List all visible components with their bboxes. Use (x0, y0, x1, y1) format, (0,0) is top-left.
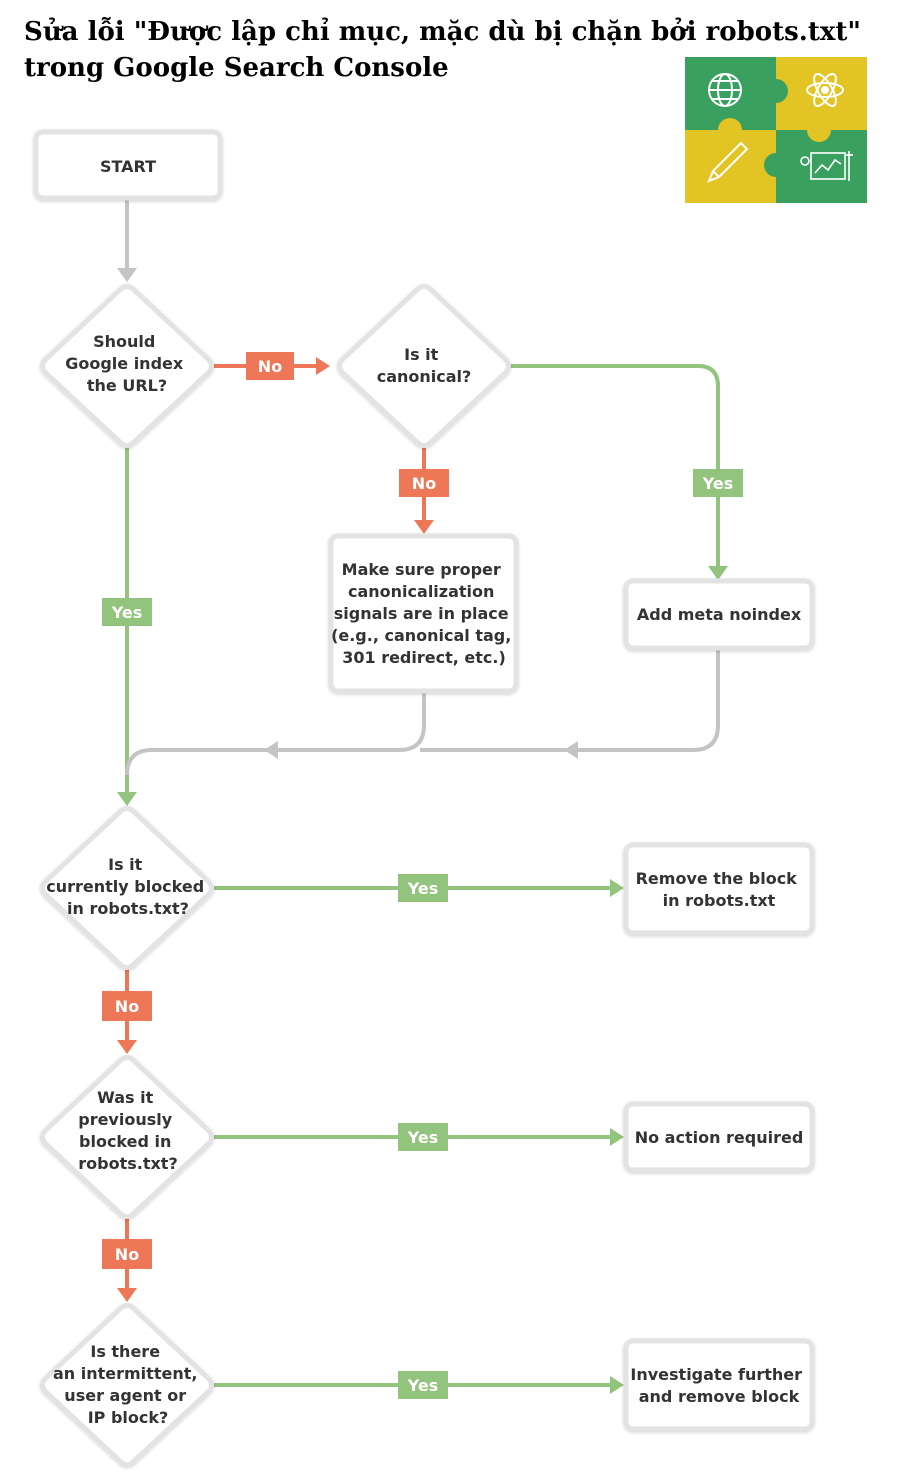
label-yes-intermittent: Yes (398, 1371, 448, 1399)
decision-is-canonical: Is it canonical? (337, 284, 511, 448)
decision-is-canonical-text: Is it canonical? (377, 345, 472, 386)
label-yes-blocked: Yes (398, 874, 448, 902)
action-meta-noindex: Add meta noindex (623, 578, 815, 651)
action-investigate-line: and remove block (639, 1387, 800, 1406)
action-remove-block-line: in robots.txt (663, 891, 776, 910)
label-no-index: No (246, 352, 294, 380)
decision-currently-blocked-line: in robots.txt? (67, 899, 189, 918)
decision-intermittent-block-line: an intermittent, (53, 1364, 197, 1383)
action-canonicalization-line: Make sure proper (342, 560, 501, 579)
decision-currently-blocked: Is it currently blocked in robots.txt? (40, 806, 214, 970)
arrowhead-canonical-no (414, 520, 434, 534)
decision-intermittent-block: Is there an intermittent, user agent or … (40, 1303, 214, 1467)
start-node-line: START (100, 157, 156, 176)
decision-is-canonical-line: Is it (404, 345, 439, 364)
action-meta-noindex-text: Add meta noindex (637, 605, 802, 624)
action-canonicalization-line: 301 redirect, etc.) (342, 648, 506, 667)
decision-should-index-line: Should (93, 332, 155, 351)
decision-previously-blocked: Was it previously blocked in robots.txt? (40, 1055, 214, 1219)
label-no-index-text: No (258, 357, 282, 376)
decision-currently-blocked-line: Is it (108, 855, 143, 874)
label-no-blocked-text: No (115, 997, 139, 1016)
action-investigate-text: Investigate further and remove block (630, 1365, 807, 1406)
decision-should-index-text: Should Google index the URL? (65, 332, 189, 395)
arrowhead-canonical-yes (708, 566, 728, 580)
chart-tools-icon (800, 151, 853, 181)
label-yes-intermittent-text: Yes (407, 1376, 439, 1395)
label-no-canonical: No (399, 469, 449, 497)
puzzle-illustration (685, 57, 867, 203)
action-no-action: No action required (623, 1101, 815, 1173)
arrowhead-index-no (316, 357, 330, 375)
label-yes-canonical-text: Yes (702, 474, 734, 493)
atom-icon (806, 73, 844, 107)
decision-intermittent-block-line: IP block? (88, 1408, 169, 1427)
puzzle-piece-green-top (685, 57, 776, 130)
decision-previously-blocked-text: Was it previously blocked in robots.txt? (78, 1088, 178, 1173)
connector-canonicalize-merge (125, 688, 426, 776)
action-investigate-line: Investigate further (630, 1365, 802, 1384)
arrowhead-index-yes (117, 792, 137, 806)
action-no-action-text: No action required (635, 1128, 804, 1147)
label-no-previous-text: No (115, 1245, 139, 1264)
action-canonicalization-text: Make sure proper canonicalization signal… (331, 560, 517, 667)
arrowheads (117, 268, 728, 1394)
start-node-text: START (100, 157, 156, 176)
arrowhead-start (117, 268, 137, 282)
action-remove-block-line: Remove the block (636, 869, 798, 888)
connector-canonical-yes (509, 364, 720, 568)
pencil-icon (707, 141, 749, 183)
label-no-blocked: No (102, 991, 152, 1021)
label-yes-index-text: Yes (111, 603, 143, 622)
decision-currently-blocked-text: Is it currently blocked in robots.txt? (46, 855, 210, 918)
decision-currently-blocked-line: currently blocked (46, 877, 204, 896)
decision-should-index-line: Google index (65, 354, 184, 373)
globe-icon (708, 73, 742, 107)
label-yes-canonical: Yes (693, 469, 743, 497)
action-canonicalization-line: canonicalization (348, 582, 494, 601)
action-canonicalization-line: (e.g., canonical tag, (331, 626, 511, 645)
connector-noindex-merge (420, 648, 720, 752)
arrowhead-merge-left (264, 741, 278, 759)
decision-intermittent-block-text: Is there an intermittent, user agent or … (53, 1342, 203, 1427)
label-yes-blocked-text: Yes (407, 879, 439, 898)
action-remove-block-text: Remove the block in robots.txt (636, 869, 803, 910)
decision-previously-blocked-line: previously (78, 1110, 173, 1129)
decision-previously-blocked-line: blocked in (79, 1132, 171, 1151)
decision-intermittent-block-line: Is there (90, 1342, 160, 1361)
label-yes-previous-text: Yes (407, 1128, 439, 1147)
decision-should-index-line: the URL? (87, 376, 167, 395)
decision-previously-blocked-line: robots.txt? (78, 1154, 177, 1173)
start-node: START (33, 129, 223, 201)
action-canonicalization: Make sure proper canonicalization signal… (328, 533, 519, 694)
action-meta-noindex-line: Add meta noindex (637, 605, 802, 624)
label-yes-previous: Yes (398, 1123, 448, 1151)
label-yes-index: Yes (102, 598, 152, 626)
action-canonicalization-line: signals are in place (334, 604, 509, 623)
arrowhead-blocked-no (117, 1040, 137, 1054)
decision-is-canonical-line: canonical? (377, 367, 472, 386)
puzzle-piece-yellow-top (776, 57, 867, 130)
arrowhead-merge-right (564, 741, 578, 759)
decision-intermittent-block-line: user agent or (64, 1386, 186, 1405)
action-remove-block: Remove the block in robots.txt (623, 842, 815, 936)
arrowhead-blocked-yes (610, 879, 624, 897)
decision-previously-blocked-line: Was it (97, 1088, 153, 1107)
label-no-previous: No (102, 1239, 152, 1269)
decision-should-index: Should Google index the URL? (40, 284, 214, 448)
arrowhead-previous-yes (610, 1128, 624, 1146)
arrowhead-previous-no (117, 1288, 137, 1302)
arrowhead-intermittent-yes (610, 1376, 624, 1394)
edge-labels: No No Yes Yes Yes No Yes No (102, 352, 743, 1399)
title-line-2: trong Google Search Console (24, 53, 449, 83)
action-no-action-line: No action required (635, 1128, 804, 1147)
action-investigate: Investigate further and remove block (623, 1338, 815, 1432)
nodes: START Should Google index the URL? Is it… (33, 129, 815, 1467)
label-no-canonical-text: No (412, 474, 436, 493)
